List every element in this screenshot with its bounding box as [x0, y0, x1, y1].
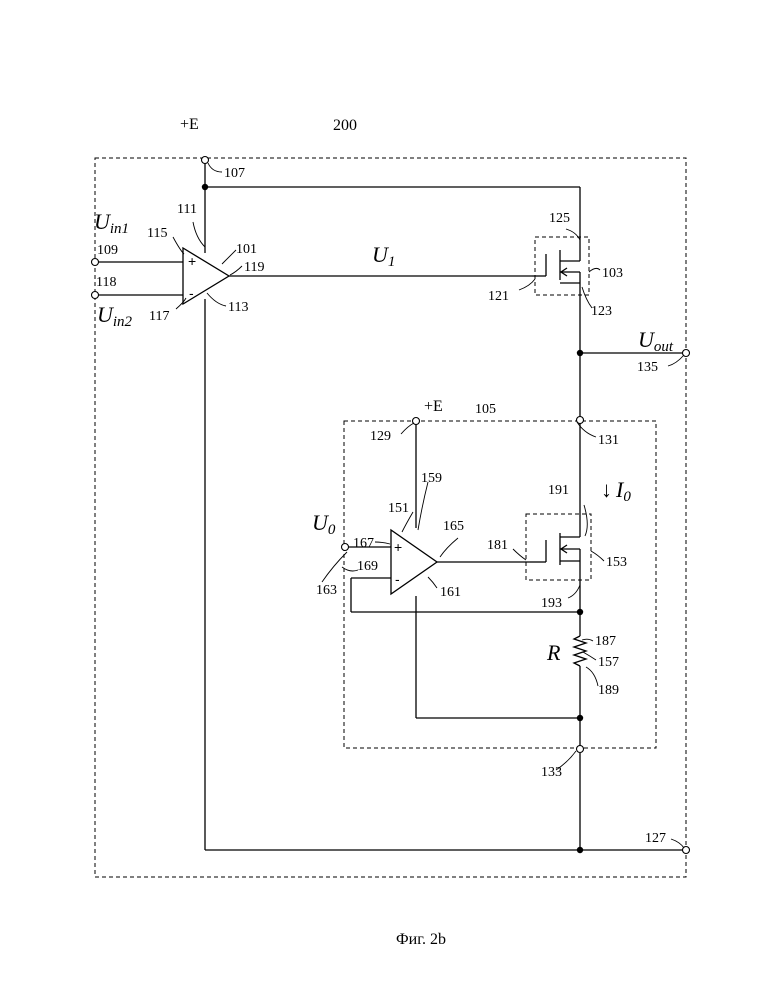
resistor-label: R [546, 640, 561, 665]
ref-121: 121 [488, 289, 509, 304]
transistor-103 [532, 250, 580, 287]
ref-181: 181 [487, 538, 508, 553]
junction-dots [202, 184, 583, 853]
ref-159: 159 [421, 471, 442, 486]
signal-u1: U1 [372, 242, 395, 270]
ref-153: 153 [606, 555, 627, 570]
current-i0: ↓I0 [601, 477, 631, 505]
ref-107: 107 [224, 166, 245, 181]
ref-115: 115 [147, 226, 167, 241]
figure-caption: Фиг. 2b [396, 931, 446, 948]
ref-103: 103 [602, 266, 623, 281]
amp151-plus-pin: + [394, 539, 402, 555]
ref-167: 167 [353, 536, 374, 551]
ref-109: 109 [97, 243, 118, 258]
ref-131: 131 [598, 433, 619, 448]
block-105-label: 105 [475, 402, 496, 417]
transistor-153-box [526, 514, 591, 580]
ref-101: 101 [236, 242, 257, 257]
ref-169: 169 [357, 559, 378, 574]
resistor-157 [574, 636, 586, 666]
ref-123: 123 [591, 304, 612, 319]
ref-113: 113 [228, 300, 248, 315]
supply-label-top: +E [180, 116, 199, 133]
amp151-minus-pin: - [395, 571, 400, 587]
amp101-minus-pin: - [189, 285, 194, 301]
ref-111: 111 [177, 202, 197, 217]
ref-127: 127 [645, 831, 666, 846]
ref-118: 118 [96, 275, 116, 290]
inner-wires [348, 421, 580, 748]
supply-label-inner: +E [424, 398, 443, 415]
transistor-103-box [535, 237, 589, 295]
ref-119: 119 [244, 260, 264, 275]
ref-161: 161 [440, 585, 461, 600]
amp101-plus-pin: + [188, 253, 196, 269]
ref-189: 189 [598, 683, 619, 698]
ref-187: 187 [595, 634, 616, 649]
signal-uin1: Uin1 [94, 209, 129, 237]
ref-163: 163 [316, 583, 337, 598]
signal-uout: Uout [638, 327, 674, 355]
ref-165: 165 [443, 519, 464, 534]
block-200-label: 200 [333, 117, 357, 134]
ref-191: 191 [548, 483, 569, 498]
ref-193: 193 [541, 596, 562, 611]
ref-151: 151 [388, 501, 409, 516]
ref-157: 157 [598, 655, 619, 670]
ref-125: 125 [549, 211, 570, 226]
ref-133: 133 [541, 765, 562, 780]
transistor-153 [530, 533, 580, 565]
ref-129: 129 [370, 429, 391, 444]
ref-117: 117 [149, 309, 169, 324]
ref-135: 135 [637, 360, 658, 375]
signal-u0: U0 [312, 510, 336, 538]
signal-uin2: Uin2 [97, 302, 133, 330]
